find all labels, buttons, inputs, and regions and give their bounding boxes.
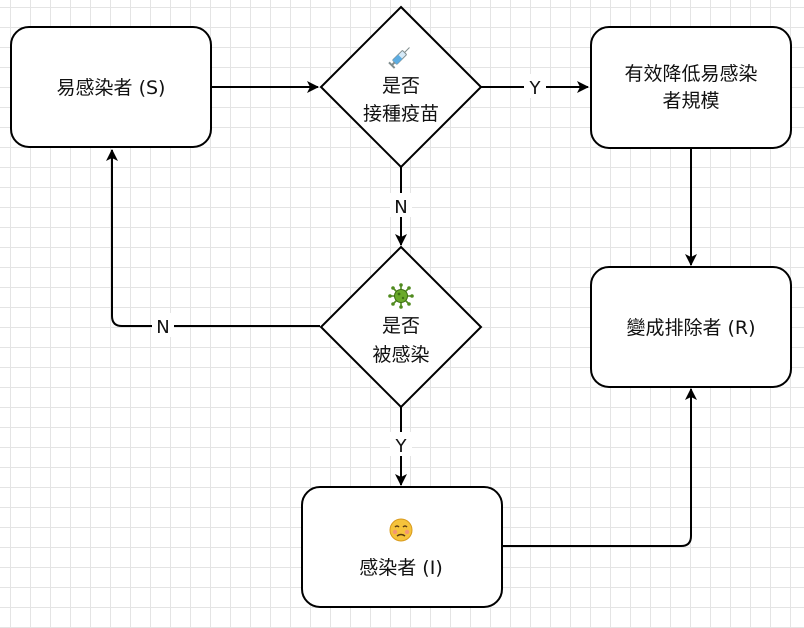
node-susceptible-label: 易感染者 (S) [57,77,166,99]
node-infected-question: 是否 被感染 [319,245,483,409]
node-vaccinated-question-line2: 接種疫苗 [363,103,439,125]
virus-icon [388,283,414,309]
node-infected-question-line2: 被感染 [372,344,429,366]
edge-label-infected-no: N [156,317,169,338]
edge-infected-question-no-to-susceptible [106,149,320,327]
node-infected: 感染者 (I) [301,486,503,608]
edge-label-vaccinated-no: N [394,197,407,218]
syringe-icon [388,47,410,69]
node-removed: 變成排除者 (R) [590,266,792,388]
node-infected-question-line1: 是否 [382,315,420,337]
node-removed-label: 變成排除者 (R) [626,317,755,339]
edge-label-vaccinated-yes: Y [529,78,542,99]
node-infected-label: 感染者 (I) [359,557,442,579]
edge-labels: Y N N Y [152,74,546,457]
node-reduce-susceptible-line1: 有效降低易感染 [624,63,757,85]
node-susceptible: 易感染者 (S) [10,26,212,148]
edge-infected-to-removed [502,388,697,547]
edge-label-infected-yes: Y [395,436,408,457]
node-reduce-susceptible: 有效降低易感染 者規模 [590,26,792,149]
sick-face-icon [389,518,413,542]
node-vaccinated-question-line1: 是否 [382,75,420,97]
node-reduce-susceptible-line2: 者規模 [662,90,719,112]
node-vaccinated-question: 是否 接種疫苗 [319,5,483,169]
